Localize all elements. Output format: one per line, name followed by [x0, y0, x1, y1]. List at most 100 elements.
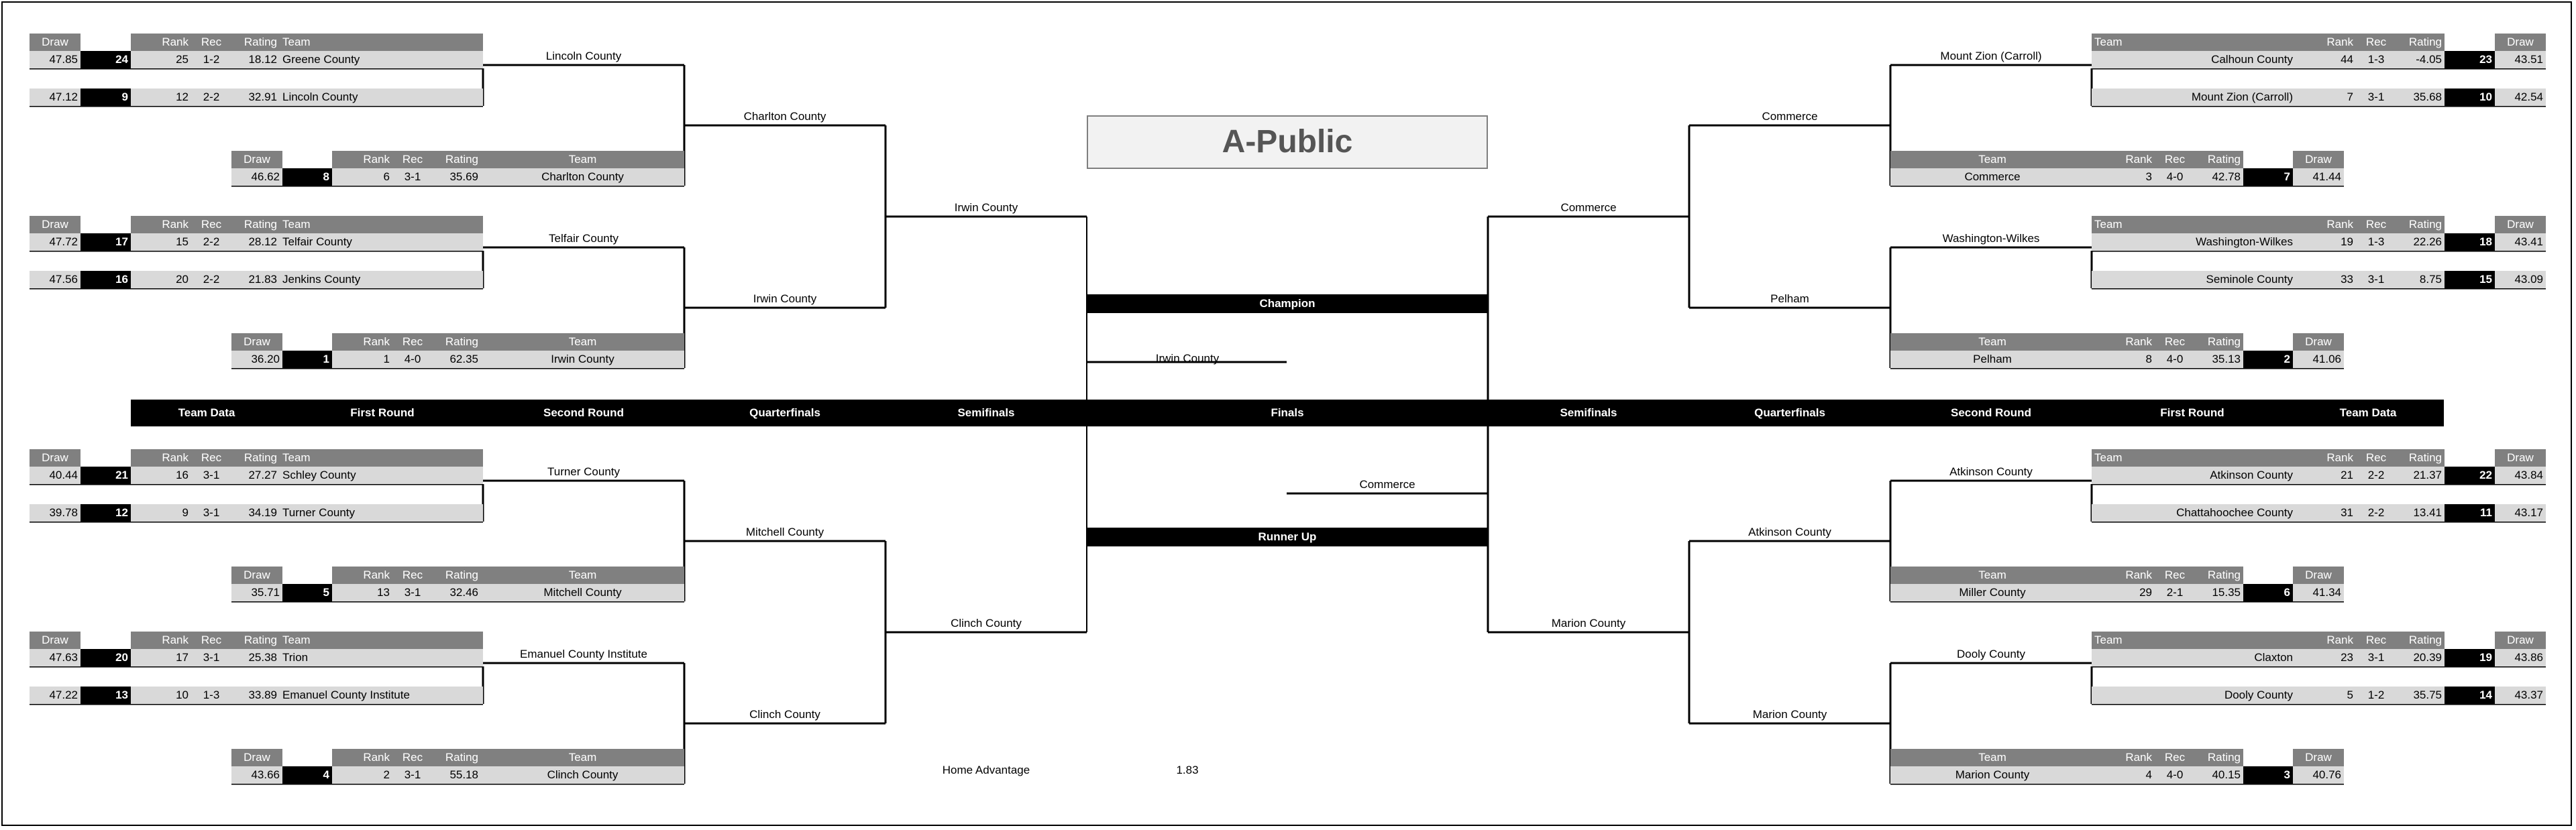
record-value: 2-2 — [191, 233, 231, 251]
record-value: 3-1 — [2356, 271, 2396, 288]
record-value: 3-1 — [2356, 88, 2396, 106]
record-value: 4-0 — [392, 351, 433, 368]
record-value: 2-2 — [191, 88, 231, 106]
rank-header: Rank — [2296, 449, 2356, 467]
team-header: Team — [1890, 567, 2094, 584]
seed-badge: 4 — [282, 766, 332, 784]
rating-value: 22.26 — [2396, 233, 2445, 251]
rating-header: Rating — [2195, 567, 2243, 584]
draw-value: 40.44 — [30, 467, 80, 484]
record-value: 3-1 — [392, 766, 433, 784]
team-name: Marion County — [1890, 766, 2094, 784]
seed-badge: 24 — [80, 51, 131, 68]
record-value: 3-1 — [2356, 649, 2396, 666]
rec-header: Rec — [191, 34, 231, 51]
seed-badge: 16 — [80, 271, 131, 288]
seed-badge: 19 — [2445, 649, 2495, 666]
draw-value: 35.71 — [231, 584, 282, 601]
rank-header: Rank — [2296, 632, 2356, 649]
rating-value: 28.12 — [231, 233, 280, 251]
draw-header: Draw — [231, 151, 282, 168]
draw-value: 47.85 — [30, 51, 80, 68]
team-header: Team — [481, 151, 684, 168]
team-header: Team — [481, 749, 684, 766]
rating-value: 13.41 — [2396, 504, 2445, 522]
rec-header: Rec — [191, 216, 231, 233]
rating-value: -4.05 — [2396, 51, 2445, 68]
rating-value: 8.75 — [2396, 271, 2445, 288]
record-value: 1-3 — [2356, 233, 2396, 251]
rank-value: 1 — [332, 351, 392, 368]
draw-value: 39.78 — [30, 504, 80, 522]
rank-header: Rank — [2094, 567, 2155, 584]
draw-value: 46.62 — [231, 168, 282, 186]
record-value: 4-0 — [2155, 351, 2195, 368]
rating-value: 33.89 — [231, 687, 280, 704]
draw-value: 47.63 — [30, 649, 80, 666]
rank-value: 31 — [2296, 504, 2356, 522]
draw-value: 47.72 — [30, 233, 80, 251]
round-label: Quarterfinals — [749, 406, 820, 419]
seed-badge: 17 — [80, 233, 131, 251]
draw-value: 43.17 — [2495, 504, 2546, 522]
draw-value: 41.44 — [2293, 168, 2344, 186]
team-name: Charlton County — [481, 168, 684, 186]
quarterfinal-winner: Irwin County — [954, 201, 1018, 214]
rating-value: 35.69 — [433, 168, 481, 186]
first-round-winner: Telfair County — [549, 232, 619, 245]
seed-badge: 12 — [80, 504, 131, 522]
round-label: Team Data — [2339, 406, 2397, 419]
rank-header: Rank — [131, 216, 191, 233]
team-name: Turner County — [280, 504, 483, 522]
rating-value: 40.15 — [2195, 766, 2243, 784]
rank-header: Rank — [332, 333, 392, 351]
rating-header: Rating — [433, 333, 481, 351]
team-name: Chattahoochee County — [2092, 504, 2296, 522]
rating-value: 25.38 — [231, 649, 280, 666]
first-round-winner: Washington-Wilkes — [1942, 232, 2040, 245]
rank-header: Rank — [2094, 749, 2155, 766]
rating-value: 21.37 — [2396, 467, 2445, 484]
round-label: First Round — [350, 406, 415, 419]
draw-value: 43.41 — [2495, 233, 2546, 251]
record-value: 3-1 — [392, 168, 433, 186]
draw-header: Draw — [30, 632, 80, 649]
seed-badge: 21 — [80, 467, 131, 484]
rec-header: Rec — [392, 333, 433, 351]
rating-value: 32.91 — [231, 88, 280, 106]
team-name: Jenkins County — [280, 271, 483, 288]
rank-value: 7 — [2296, 88, 2356, 106]
rank-value: 8 — [2094, 351, 2155, 368]
rec-header: Rec — [2155, 151, 2195, 168]
quarterfinal-winner: Clinch County — [951, 617, 1022, 630]
rating-value: 55.18 — [433, 766, 481, 784]
record-value: 4-0 — [2155, 168, 2195, 186]
rank-header: Rank — [332, 567, 392, 584]
rating-header: Rating — [231, 632, 280, 649]
draw-header: Draw — [231, 567, 282, 584]
record-value: 3-1 — [191, 649, 231, 666]
rating-header: Rating — [2195, 333, 2243, 351]
rank-header: Rank — [131, 34, 191, 51]
second-round-winner: Irwin County — [753, 292, 817, 305]
seed-badge: 3 — [2243, 766, 2293, 784]
rank-value: 23 — [2296, 649, 2356, 666]
seed-badge: 23 — [2445, 51, 2495, 68]
rating-value: 42.78 — [2195, 168, 2243, 186]
quarterfinal-winner: Commerce — [1560, 201, 1617, 214]
team-header: Team — [2092, 449, 2296, 467]
rating-header: Rating — [433, 749, 481, 766]
rank-value: 21 — [2296, 467, 2356, 484]
rec-header: Rec — [2356, 449, 2396, 467]
team-name: Clinch County — [481, 766, 684, 784]
team-name: Seminole County — [2092, 271, 2296, 288]
rank-header: Rank — [332, 749, 392, 766]
draw-value: 43.09 — [2495, 271, 2546, 288]
rating-value: 15.35 — [2195, 584, 2243, 601]
rating-value: 20.39 — [2396, 649, 2445, 666]
team-header: Team — [1890, 333, 2094, 351]
record-value: 1-3 — [191, 687, 231, 704]
draw-header: Draw — [2293, 567, 2344, 584]
rating-header: Rating — [2195, 151, 2243, 168]
draw-value: 43.66 — [231, 766, 282, 784]
